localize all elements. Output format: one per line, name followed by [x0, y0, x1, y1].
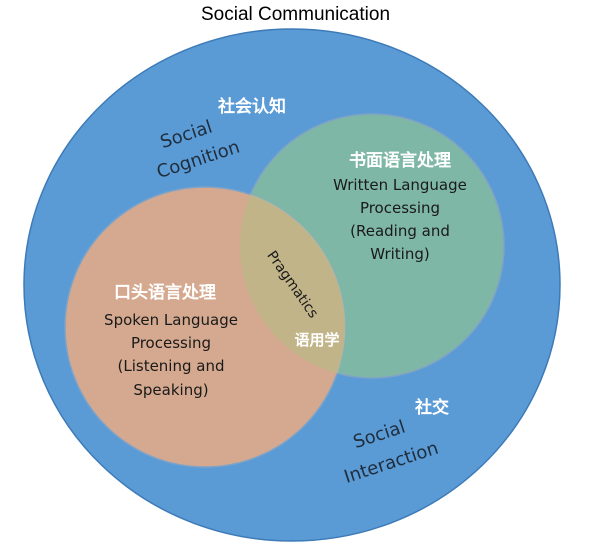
- written-language-line-3: (Reading and: [350, 222, 450, 240]
- pragmatics-overlap: [240, 187, 345, 378]
- overlap-outline: [240, 186, 346, 378]
- spoken-language-cn-label: 口头语言处理: [114, 282, 216, 303]
- written-language-line-4: Writing): [370, 245, 429, 263]
- written-language-line-2: Processing: [360, 199, 440, 217]
- spoken-language-line-3: (Listening and: [118, 357, 225, 375]
- written-language-cn-label: 书面语言处理: [349, 150, 451, 171]
- social-cognition-cn-label: 社会认知: [217, 96, 286, 117]
- page-title: Social Communication: [200, 4, 391, 25]
- spoken-language-line-4: Speaking): [133, 381, 208, 399]
- pragmatics-cn-label: 语用学: [294, 331, 339, 349]
- written-language-line-1: Written Language: [333, 176, 467, 194]
- social-interaction-cn-label: 社交: [414, 397, 449, 418]
- spoken-language-line-1: Spoken Language: [104, 311, 238, 329]
- spoken-language-line-2: Processing: [131, 334, 211, 352]
